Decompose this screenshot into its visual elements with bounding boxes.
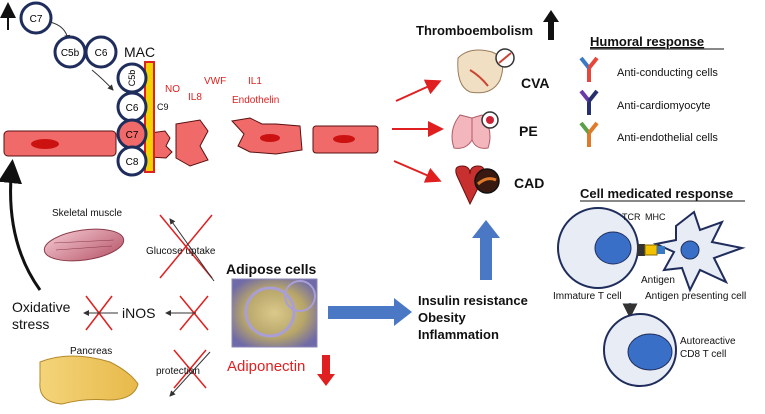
pancreas-label: Pancreas xyxy=(70,346,112,357)
protection-arrow xyxy=(169,351,211,397)
adipocyte-outline xyxy=(284,280,316,312)
mac-label: MAC xyxy=(124,44,155,60)
oxidative-label-1: Oxidative xyxy=(12,299,71,315)
cell-nucleus xyxy=(260,134,280,142)
antibody-icon-2 xyxy=(579,89,599,115)
autoreactive-label-2: CD8 T cell xyxy=(680,349,726,360)
c7-circle xyxy=(19,1,53,35)
endothelial-cell xyxy=(3,130,117,157)
humoral-item-2: Anti-cardiomyocyte xyxy=(617,100,711,112)
blue-right-arrow-icon xyxy=(394,298,412,326)
immature-t-cell xyxy=(557,207,639,289)
tcr-label: TCR xyxy=(622,212,641,222)
cad-label: CAD xyxy=(514,175,544,191)
cell-nucleus xyxy=(31,139,59,149)
glucose-arrow xyxy=(169,218,215,282)
autoreactive-label-1: Autoreactive xyxy=(680,336,736,347)
c6-circle xyxy=(84,35,118,69)
endothelial-layer xyxy=(3,117,379,167)
c5b-stack-label: C5b xyxy=(127,70,137,87)
arrow-to-cva xyxy=(395,79,442,102)
arrow-to-cad xyxy=(393,160,442,183)
immature-t-label: Immature T cell xyxy=(553,291,622,302)
lungs-icon xyxy=(451,111,499,149)
adiponectin-arrow-shaft xyxy=(322,355,330,375)
antibody-icon-3 xyxy=(579,121,599,147)
c7-label: C7 xyxy=(30,14,43,25)
protection-cross-line-2 xyxy=(173,349,207,389)
c9-pore xyxy=(144,61,155,173)
oxidative-stress-feedback-arrow xyxy=(0,159,42,291)
adipose-label: Adipose cells xyxy=(226,261,316,277)
mhc-label: MHC xyxy=(645,212,666,222)
heart-icon xyxy=(455,165,500,206)
arrow-to-mac xyxy=(91,69,114,91)
glucose-cross-line-2 xyxy=(159,214,213,279)
cell-nucleus xyxy=(333,135,355,143)
c7-stack-label: C7 xyxy=(126,130,139,141)
inos-label: iNOS xyxy=(122,305,155,321)
c6-label: C6 xyxy=(95,48,108,59)
cva-label: CVA xyxy=(521,75,550,91)
muscle-fiber xyxy=(53,239,115,244)
insulin-label: Insulin resistance xyxy=(418,293,528,308)
glucose-uptake-label: Glucose uptake xyxy=(146,246,216,257)
cell-mediated-title: Cell medicated response xyxy=(580,186,733,201)
il1-label: IL1 xyxy=(248,76,262,87)
humoral-title: Humoral response xyxy=(590,34,704,49)
blue-up-arrow-shaft xyxy=(480,236,492,280)
adiponectin-label: Adiponectin xyxy=(227,358,305,375)
no-label: NO xyxy=(165,84,180,95)
thromboembolism-up-arrow-icon xyxy=(543,10,559,22)
pe-label: PE xyxy=(519,123,538,139)
endothelial-fragment xyxy=(175,119,209,167)
blue-arrow-shaft xyxy=(328,306,394,319)
muscle-fiber xyxy=(55,245,113,251)
obesity-label: Obesity xyxy=(418,310,466,325)
c6-stack-label: C6 xyxy=(126,103,139,114)
adiponectin-down-arrow-icon xyxy=(317,374,335,386)
inflammation-label: Inflammation xyxy=(418,327,499,342)
apc-label: Antigen presenting cell xyxy=(645,291,746,302)
blue-up-arrow-icon xyxy=(472,220,500,238)
autoreactive-cd8-cell xyxy=(603,313,677,387)
c8-stack-circle xyxy=(116,145,148,177)
vwf-label: VWF xyxy=(204,76,226,87)
thromboembolism-arrow-shaft xyxy=(548,20,554,40)
c9-label: C9 xyxy=(157,102,169,112)
adipocyte-outline xyxy=(244,286,296,338)
antibody-icon-1 xyxy=(579,56,599,82)
mac-stack: C5b C6 C7 C8 xyxy=(116,62,148,177)
tcr-mhc-complex xyxy=(637,244,665,256)
pancreas-icon xyxy=(39,355,139,405)
humoral-item-1: Anti-conducting cells xyxy=(617,67,718,79)
endothelin-label: Endothelin xyxy=(232,95,279,106)
oxidative-label-2: stress xyxy=(12,316,49,332)
il8-label: IL8 xyxy=(188,92,202,103)
skeletal-muscle-label: Skeletal muscle xyxy=(52,208,122,219)
humoral-item-3: Anti-endothelial cells xyxy=(617,132,718,144)
c5b-label: C5b xyxy=(61,48,80,59)
thromboembolism-label: Thromboembolism xyxy=(416,23,533,38)
protection-label: protection xyxy=(156,366,200,377)
skeletal-muscle-icon xyxy=(43,228,125,262)
brain-icon xyxy=(457,48,515,94)
c8-stack-label: C8 xyxy=(126,157,139,168)
antigen-label: Antigen xyxy=(641,275,675,286)
